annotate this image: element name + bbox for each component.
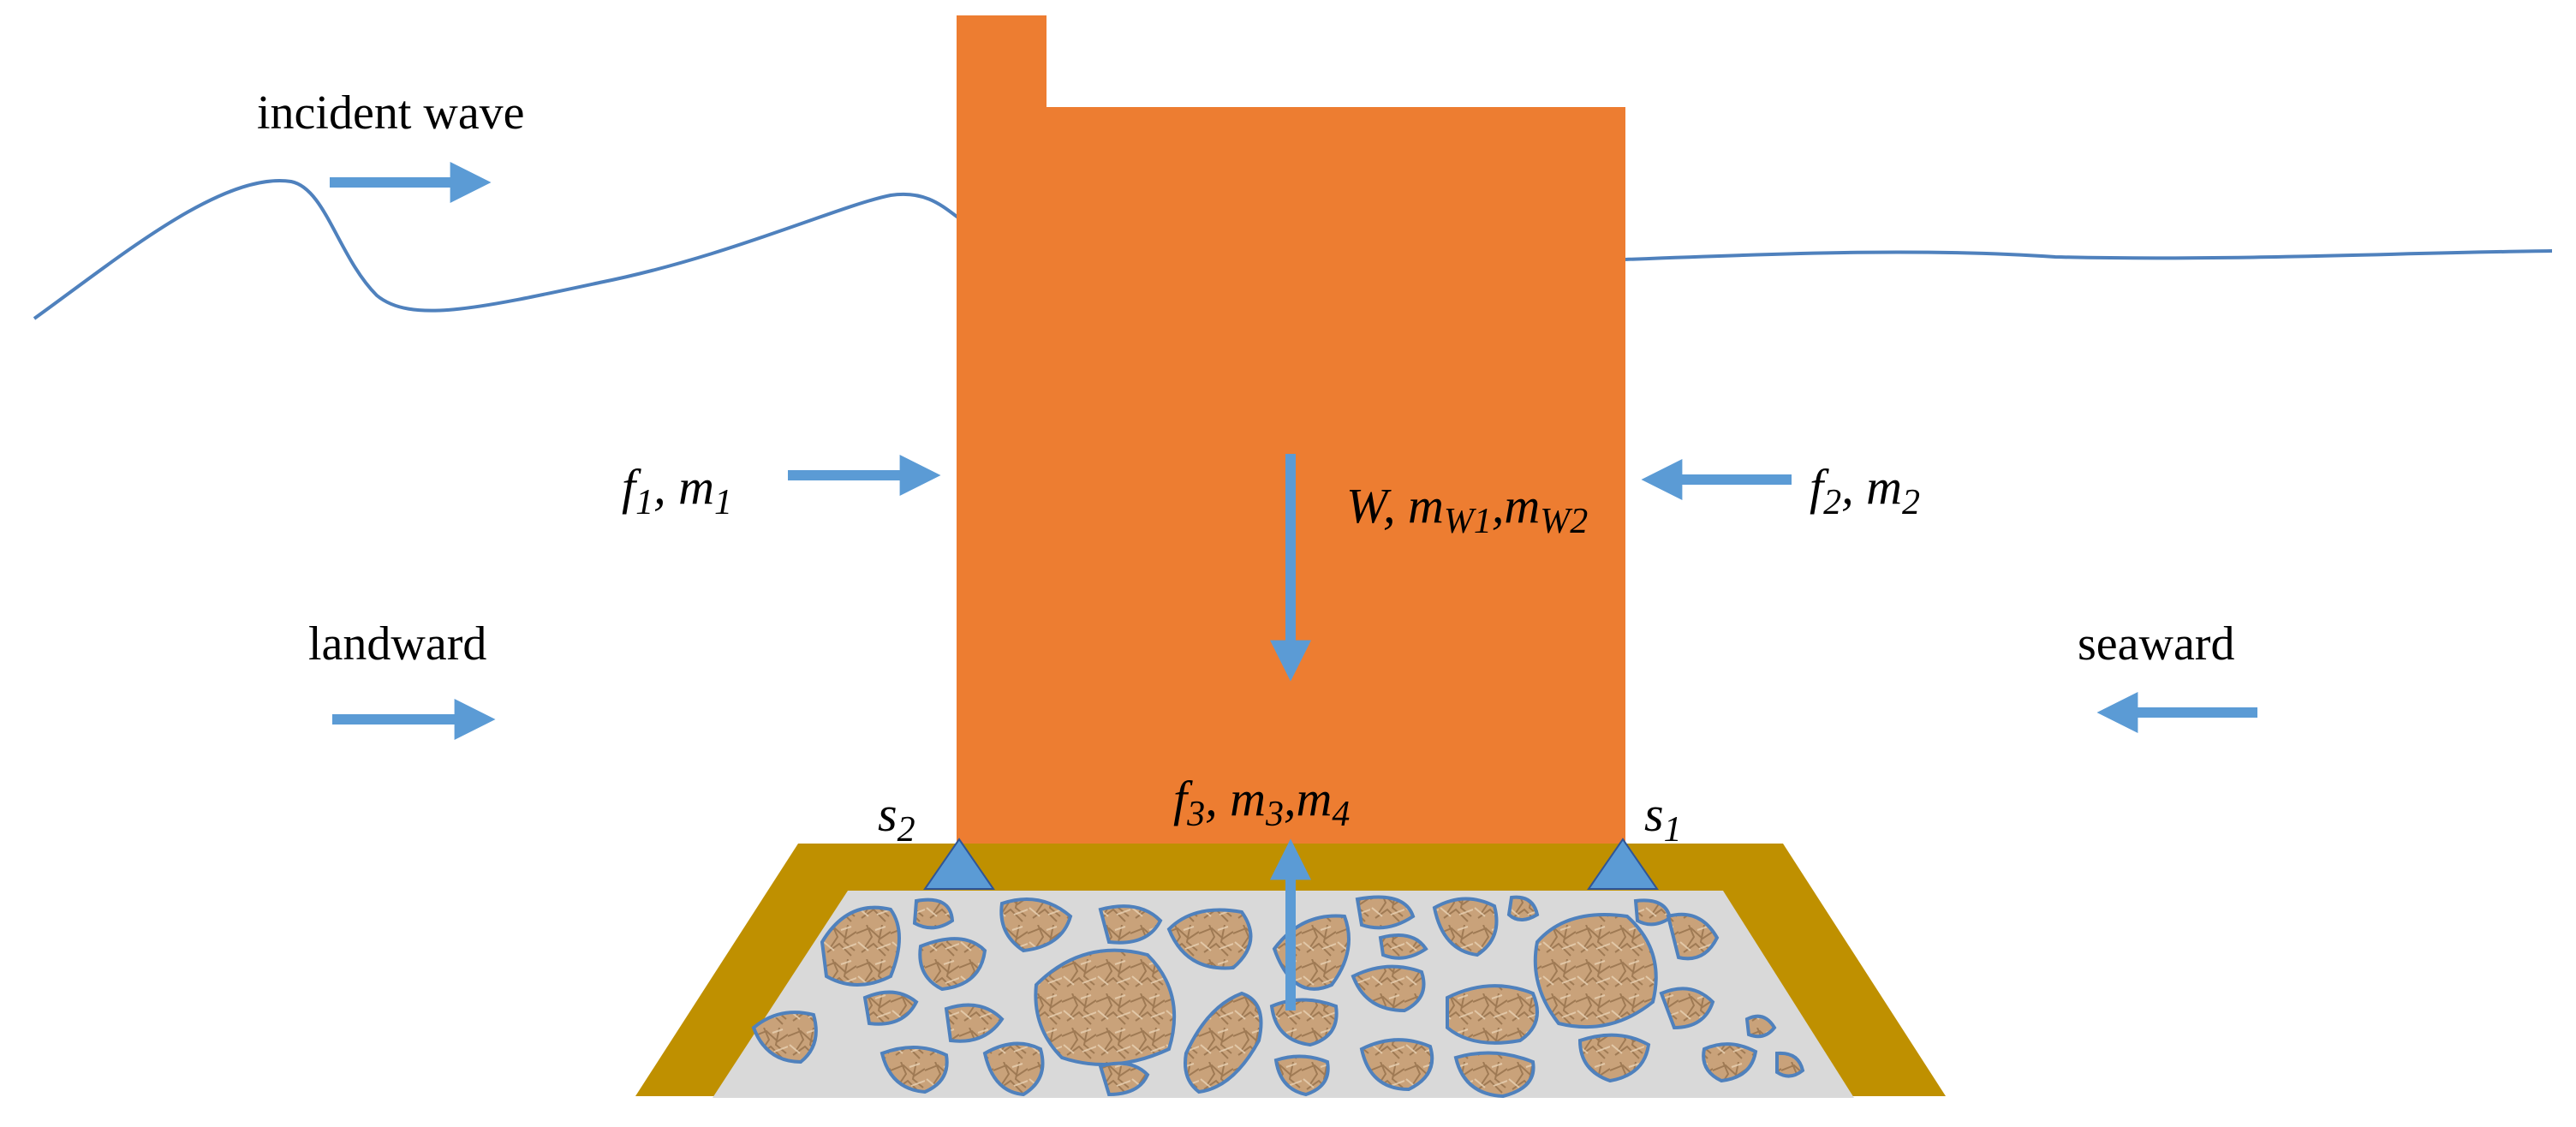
rubble-stones — [751, 895, 1805, 1099]
stone — [999, 897, 1073, 953]
weight-label: W, mW1,mW2 — [1346, 478, 1588, 541]
water-surface-right — [1625, 249, 2553, 261]
stone — [1577, 1033, 1651, 1083]
stone — [1702, 1042, 1758, 1083]
stone — [1659, 987, 1715, 1030]
stone — [1269, 998, 1339, 1047]
stone — [751, 1011, 818, 1064]
seaward-label: seaward — [2078, 617, 2234, 671]
stone — [1533, 913, 1658, 1029]
stone — [1166, 908, 1253, 970]
stone — [1378, 933, 1428, 960]
stone — [862, 990, 919, 1026]
stone — [1359, 1038, 1434, 1092]
stone — [1775, 1051, 1805, 1078]
force-f3-label: f3, m3,m4 — [1173, 771, 1350, 834]
force-f1-label: f1, m1 — [622, 459, 732, 522]
stone — [1744, 1014, 1777, 1039]
stone — [1446, 984, 1539, 1045]
stone — [1666, 912, 1720, 961]
stone — [1098, 904, 1163, 945]
stone — [1432, 897, 1499, 957]
stone — [912, 897, 955, 930]
stone — [944, 1003, 1005, 1043]
stone — [1506, 895, 1540, 921]
stone — [1184, 991, 1263, 1094]
stone — [880, 1045, 949, 1094]
support-s1-label: s1 — [1644, 786, 1682, 850]
stone — [1453, 1051, 1535, 1099]
stone — [982, 1041, 1045, 1097]
arrows — [330, 162, 2257, 1011]
stone — [1034, 948, 1177, 1066]
stone — [1351, 964, 1426, 1013]
stone — [1355, 895, 1416, 930]
water-surface-left — [33, 179, 961, 320]
landward-label: landward — [308, 617, 486, 671]
stone — [1273, 1054, 1330, 1097]
support-s2-triangle — [923, 838, 995, 890]
stone — [1098, 1061, 1150, 1097]
support-s1-triangle — [1587, 838, 1659, 890]
support-s2-label: s2 — [878, 786, 915, 850]
incident-wave-label: incident wave — [257, 86, 525, 140]
stone — [918, 937, 987, 992]
force-f2-label: f2, m2 — [1810, 459, 1920, 522]
caisson — [957, 15, 1625, 844]
stone — [820, 905, 901, 987]
